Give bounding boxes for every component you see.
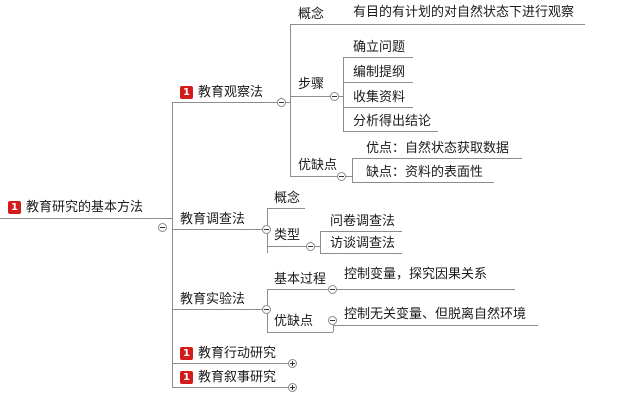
process-value-underline bbox=[333, 289, 515, 290]
steps-link bbox=[335, 96, 343, 97]
priority-badge: 1 bbox=[180, 371, 193, 384]
narrative-label: 教育叙事研究 bbox=[198, 370, 277, 385]
narrative-expand-icon[interactable] bbox=[288, 383, 297, 392]
survey-node[interactable]: 教育调查法 bbox=[180, 212, 246, 227]
type-underline-2 bbox=[320, 253, 402, 254]
pros-underline bbox=[352, 158, 522, 159]
experiment-pros-cons-link bbox=[333, 325, 334, 332]
root-link bbox=[163, 218, 172, 219]
step-underline-2 bbox=[343, 82, 413, 83]
type-item-2[interactable]: 访谈调查法 bbox=[330, 236, 396, 251]
observation-link bbox=[282, 102, 290, 103]
experiment-pros-cons-value-node[interactable]: 控制无关变量、但脱离自然环境 bbox=[344, 307, 527, 322]
step-underline-3 bbox=[343, 107, 413, 108]
pros-cons-link bbox=[342, 176, 352, 177]
experiment-node[interactable]: 教育实验法 bbox=[180, 292, 246, 307]
observation-pros-cons-collapse-icon[interactable] bbox=[337, 172, 346, 181]
process-node[interactable]: 基本过程 bbox=[274, 272, 327, 287]
survey-concept-underline bbox=[267, 208, 305, 209]
pros-cons-branch-line bbox=[352, 158, 353, 182]
experiment-pros-cons-collapse-icon[interactable] bbox=[328, 316, 337, 325]
steps-collapse-icon[interactable] bbox=[330, 92, 339, 101]
pros-node[interactable]: 优点：自然状态获取数据 bbox=[366, 141, 510, 156]
step-underline-4 bbox=[343, 131, 438, 132]
concept-value-underline bbox=[335, 24, 585, 25]
step-item-2[interactable]: 编制提纲 bbox=[353, 65, 406, 80]
experiment-pros-cons-underline bbox=[267, 332, 333, 333]
process-value-node[interactable]: 控制变量，探究因果关系 bbox=[344, 267, 488, 282]
observation-underline bbox=[172, 102, 282, 103]
concept-underline bbox=[290, 24, 335, 25]
root-branch-line bbox=[172, 102, 173, 388]
experiment-underline bbox=[172, 309, 267, 310]
priority-badge: 1 bbox=[180, 86, 193, 99]
action-expand-icon[interactable] bbox=[288, 359, 297, 368]
step-item-1[interactable]: 确立问题 bbox=[353, 40, 406, 55]
process-underline bbox=[267, 289, 333, 290]
survey-collapse-icon[interactable] bbox=[262, 225, 271, 234]
observation-label: 教育观察法 bbox=[198, 85, 264, 100]
cons-node[interactable]: 缺点：资料的表面性 bbox=[366, 165, 484, 180]
observation-pros-cons-node[interactable]: 优缺点 bbox=[298, 158, 338, 173]
action-underline bbox=[172, 363, 290, 364]
experiment-pros-cons-node[interactable]: 优缺点 bbox=[274, 314, 314, 329]
types-node[interactable]: 类型 bbox=[274, 228, 301, 243]
step-underline-1 bbox=[343, 57, 413, 58]
root-collapse-icon[interactable] bbox=[158, 223, 167, 232]
observation-branch-line bbox=[290, 24, 291, 176]
observation-node[interactable]: 1 教育观察法 bbox=[180, 84, 263, 102]
type-item-1[interactable]: 问卷调查法 bbox=[330, 214, 396, 229]
action-label: 教育行动研究 bbox=[198, 346, 277, 361]
experiment-collapse-icon[interactable] bbox=[262, 305, 271, 314]
types-branch-line bbox=[320, 231, 321, 253]
concept-value-node[interactable]: 有目的有计划的对自然状态下进行观察 bbox=[353, 5, 575, 20]
types-collapse-icon[interactable] bbox=[306, 242, 315, 251]
narrative-underline bbox=[172, 387, 290, 388]
step-item-4[interactable]: 分析得出结论 bbox=[353, 114, 432, 129]
experiment-pros-cons-value-underline bbox=[333, 325, 538, 326]
steps-underline bbox=[290, 96, 335, 97]
type-underline-1 bbox=[320, 231, 402, 232]
steps-branch-line bbox=[343, 57, 344, 131]
types-underline bbox=[267, 246, 311, 247]
cons-underline bbox=[352, 182, 494, 183]
narrative-node[interactable]: 1 教育叙事研究 bbox=[180, 369, 276, 387]
survey-underline bbox=[172, 229, 267, 230]
step-item-3[interactable]: 收集资料 bbox=[353, 90, 406, 105]
observation-collapse-icon[interactable] bbox=[277, 98, 286, 107]
survey-concept-node[interactable]: 概念 bbox=[274, 191, 301, 206]
priority-badge: 1 bbox=[180, 347, 193, 360]
root-underline bbox=[0, 218, 163, 219]
root-node[interactable]: 1 教育研究的基本方法 bbox=[8, 199, 143, 217]
process-collapse-icon[interactable] bbox=[328, 285, 337, 294]
steps-node[interactable]: 步骤 bbox=[298, 77, 325, 92]
concept-node[interactable]: 概念 bbox=[298, 7, 325, 22]
observation-pros-cons-underline bbox=[290, 176, 342, 177]
action-node[interactable]: 1 教育行动研究 bbox=[180, 345, 276, 363]
root-label: 教育研究的基本方法 bbox=[26, 200, 144, 215]
priority-badge: 1 bbox=[8, 201, 21, 214]
types-link bbox=[311, 246, 320, 247]
